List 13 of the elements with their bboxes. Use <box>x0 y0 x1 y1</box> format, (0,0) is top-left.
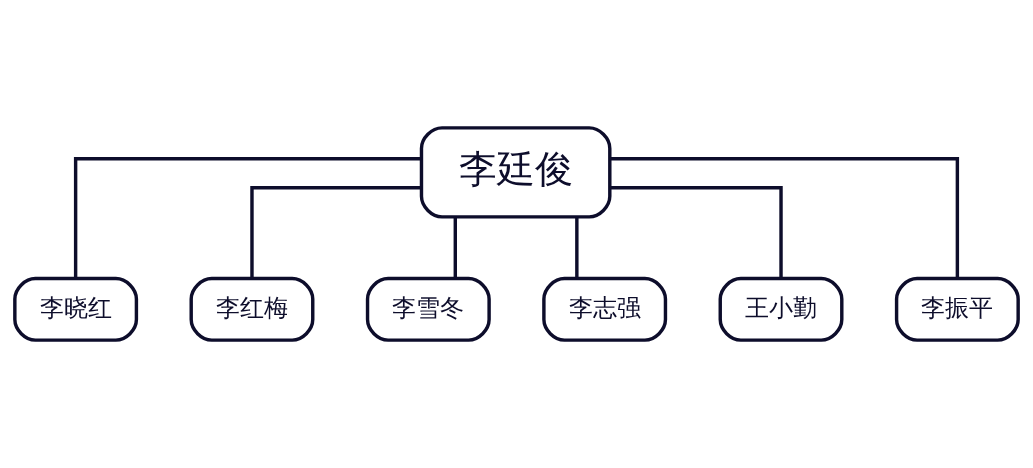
node-box: 李雪冬 <box>365 276 491 342</box>
connector <box>609 156 960 279</box>
node-box: 李红梅 <box>189 276 315 342</box>
connector <box>575 217 579 279</box>
connector <box>73 156 422 279</box>
connector <box>250 186 422 279</box>
connector <box>453 217 457 279</box>
node-box: 王小勤 <box>718 276 844 342</box>
connector <box>609 186 783 279</box>
node-box: 李晓红 <box>13 276 139 342</box>
node-box: 李志强 <box>542 276 668 342</box>
node-box: 李廷俊 <box>419 126 612 219</box>
node-box: 李振平 <box>894 276 1020 342</box>
